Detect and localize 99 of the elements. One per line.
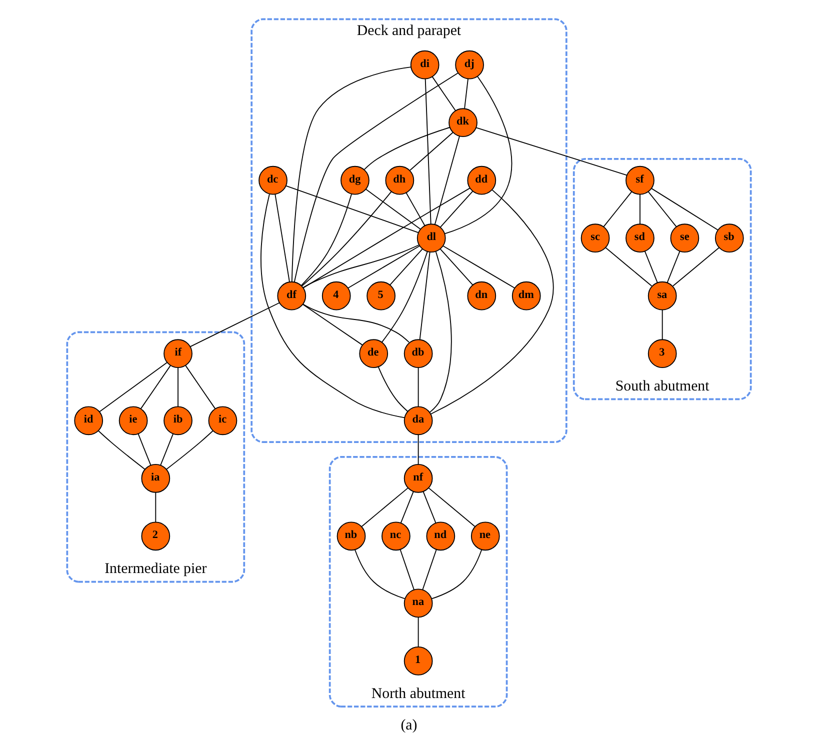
connector bbox=[347, 245, 420, 288]
connector bbox=[409, 132, 453, 171]
node-circle: sf bbox=[625, 166, 654, 195]
connector bbox=[639, 194, 640, 224]
caption: (a) bbox=[400, 718, 417, 734]
connector bbox=[154, 492, 156, 523]
node-circle: dc bbox=[258, 166, 287, 195]
connector bbox=[189, 302, 280, 347]
connector bbox=[661, 310, 662, 340]
node-circle: dd bbox=[466, 166, 496, 195]
node-circle: 4 bbox=[321, 281, 350, 310]
node-circle: se bbox=[670, 224, 699, 253]
node-circle: de bbox=[358, 339, 388, 368]
connector bbox=[428, 488, 475, 527]
node-circle: dn bbox=[466, 281, 496, 310]
connector bbox=[464, 78, 468, 109]
connector bbox=[418, 252, 430, 340]
connector bbox=[377, 366, 408, 412]
connector bbox=[428, 251, 452, 413]
connector bbox=[647, 191, 676, 228]
connector bbox=[184, 365, 216, 410]
node-circle: id bbox=[74, 406, 103, 436]
connector bbox=[98, 430, 145, 470]
connector bbox=[650, 188, 718, 230]
connector bbox=[302, 244, 420, 288]
connector bbox=[380, 251, 428, 343]
connector bbox=[290, 66, 411, 282]
connector bbox=[354, 549, 405, 600]
node-circle: ic bbox=[208, 406, 237, 436]
connector bbox=[417, 434, 418, 465]
connector bbox=[475, 127, 627, 176]
node-circle: 1 bbox=[403, 646, 432, 676]
node-circle: df bbox=[276, 281, 306, 310]
node-circle: 2 bbox=[140, 522, 170, 551]
connector bbox=[422, 549, 436, 590]
node-circle: ie bbox=[118, 406, 148, 436]
connector bbox=[177, 367, 178, 407]
connector bbox=[302, 304, 410, 343]
node-circle: dg bbox=[340, 166, 369, 195]
connector bbox=[405, 192, 425, 226]
node-circle: sc bbox=[580, 224, 610, 253]
node-circle: di bbox=[410, 50, 439, 80]
connector bbox=[274, 194, 290, 282]
node-circle: dj bbox=[454, 50, 484, 80]
node-circle: ne bbox=[470, 522, 500, 551]
node-circle: da bbox=[403, 406, 432, 436]
connector bbox=[430, 549, 482, 600]
connector bbox=[364, 188, 420, 230]
connector bbox=[444, 76, 512, 234]
connector bbox=[300, 191, 392, 286]
connector bbox=[302, 188, 470, 288]
node-circle: dk bbox=[448, 108, 477, 138]
connector bbox=[363, 126, 450, 170]
connector bbox=[439, 190, 473, 228]
node-circle: if bbox=[163, 339, 192, 368]
node-circle: dh bbox=[384, 166, 414, 195]
node-circle: 5 bbox=[366, 281, 395, 310]
connector bbox=[417, 616, 418, 648]
node-circle: nb bbox=[336, 522, 366, 551]
connector bbox=[442, 245, 515, 288]
node-circle: nd bbox=[426, 522, 455, 551]
connector bbox=[431, 76, 456, 112]
connector bbox=[430, 189, 554, 414]
connector bbox=[417, 367, 418, 407]
connector bbox=[293, 72, 458, 282]
connector bbox=[602, 191, 632, 228]
connector bbox=[666, 250, 680, 283]
node-circle: sd bbox=[625, 224, 654, 253]
connector bbox=[285, 185, 418, 233]
connector bbox=[400, 491, 414, 524]
connector bbox=[302, 304, 362, 346]
connector bbox=[137, 434, 151, 466]
connector bbox=[439, 248, 473, 286]
node-circle: ib bbox=[163, 406, 192, 436]
node-circle: sa bbox=[647, 281, 676, 310]
connector bbox=[389, 248, 422, 286]
connector bbox=[672, 247, 719, 286]
connector bbox=[260, 194, 405, 418]
connector bbox=[160, 434, 174, 466]
node-circle: nc bbox=[381, 522, 410, 551]
node-circle: sb bbox=[714, 224, 744, 253]
connector bbox=[300, 194, 352, 286]
node-circle: db bbox=[403, 339, 432, 368]
connector bbox=[604, 247, 652, 286]
connector bbox=[434, 136, 460, 225]
node-circle: 3 bbox=[647, 339, 676, 368]
connector bbox=[424, 78, 431, 224]
connector bbox=[360, 488, 408, 527]
node-circle: nf bbox=[403, 464, 432, 493]
connector bbox=[166, 430, 213, 470]
node-circle: dl bbox=[416, 224, 446, 253]
connector bbox=[422, 491, 436, 524]
connector bbox=[644, 250, 658, 283]
connector bbox=[98, 362, 168, 412]
connector bbox=[140, 365, 170, 410]
node-circle: dm bbox=[511, 281, 540, 310]
connector bbox=[399, 549, 414, 590]
node-circle: ia bbox=[140, 464, 170, 493]
node-circle: na bbox=[403, 588, 432, 618]
